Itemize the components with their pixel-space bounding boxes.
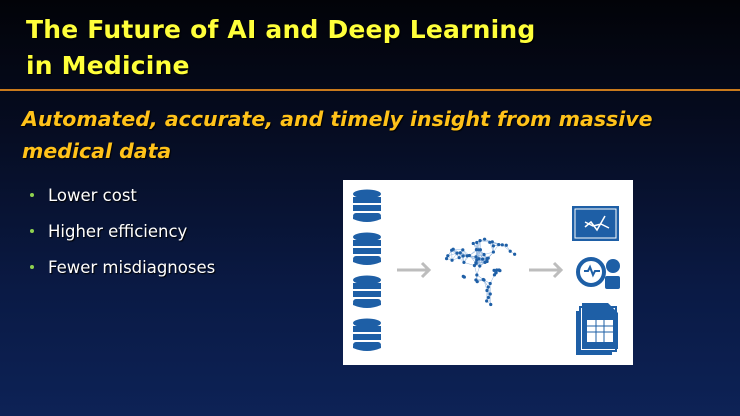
network-edge	[463, 262, 475, 266]
bullet-dot-icon	[30, 229, 34, 233]
network-node	[478, 239, 482, 243]
network-node	[465, 254, 469, 258]
network-edge	[460, 252, 465, 263]
network-node	[458, 251, 462, 255]
network-node	[451, 247, 455, 251]
network-node	[446, 254, 450, 258]
network-edge	[474, 265, 478, 276]
network-node	[482, 252, 486, 257]
network-node	[475, 280, 479, 284]
network-node	[474, 261, 478, 265]
network-node	[508, 249, 512, 253]
network-node	[476, 248, 480, 252]
network-node	[488, 292, 492, 296]
network-node	[491, 244, 495, 248]
network-node	[492, 268, 496, 272]
network-node	[475, 273, 479, 277]
network-node	[477, 257, 481, 261]
network-node	[488, 281, 492, 286]
network-edge	[469, 255, 477, 263]
ai-pipeline-figure	[343, 180, 633, 365]
database-icon	[353, 232, 381, 265]
network-edge	[480, 240, 490, 243]
bullet-item: Lower cost	[30, 177, 215, 213]
network-node	[489, 302, 493, 307]
health-doctor-icon	[576, 257, 620, 289]
network-node	[495, 268, 499, 272]
network-edge	[502, 244, 511, 252]
network-node	[488, 240, 492, 244]
network-node	[474, 255, 478, 259]
bullet-list: Lower cost Higher efficiency Fewer misdi…	[30, 177, 215, 285]
network-node	[485, 259, 489, 264]
network-node	[504, 243, 508, 247]
bullet-item: Higher efficiency	[30, 213, 215, 249]
network-node	[500, 243, 504, 247]
title-line-2: in Medicine	[26, 51, 190, 80]
bullet-dot-icon	[30, 265, 34, 269]
network-node	[455, 251, 459, 255]
arrow-icon	[397, 261, 432, 279]
network-node	[461, 254, 465, 258]
subtitle-line-1: Automated, accurate, and timely insight …	[22, 107, 653, 131]
bullet-item: Fewer misdiagnoses	[30, 249, 215, 285]
database-icon	[353, 189, 381, 222]
network-node	[444, 257, 449, 261]
network-edge	[483, 251, 494, 255]
network-node	[497, 242, 501, 247]
network-node	[475, 240, 479, 245]
network-edge	[451, 250, 460, 258]
network-node	[457, 256, 461, 260]
network-node	[471, 241, 475, 246]
database-icon	[353, 318, 381, 351]
slide-title: The Future of AI and Deep Learning in Me…	[26, 12, 535, 84]
bullet-text: Lower cost	[48, 185, 137, 205]
network-node	[482, 237, 487, 241]
network-node	[497, 268, 501, 272]
network-node	[478, 264, 482, 268]
network-node	[490, 240, 494, 244]
network-node	[481, 257, 485, 261]
network-node	[485, 299, 489, 303]
network-node	[482, 278, 486, 282]
network-node	[494, 271, 498, 275]
network-edge	[476, 249, 479, 261]
network-node	[491, 250, 495, 254]
network-node	[472, 263, 477, 268]
network-node	[485, 288, 489, 293]
network-edge	[489, 242, 494, 253]
network-edge	[483, 279, 488, 291]
network-edge	[492, 241, 503, 246]
database-icon	[353, 275, 381, 308]
chart-monitor-icon	[572, 206, 619, 241]
bullet-text: Higher efficiency	[48, 221, 188, 241]
title-divider	[0, 89, 740, 91]
bullet-text: Fewer misdiagnoses	[48, 257, 216, 277]
spreadsheet-documents-icon	[576, 303, 618, 355]
network-edge	[453, 248, 463, 251]
network-node	[513, 252, 517, 256]
slide-subtitle: Automated, accurate, and timely insight …	[22, 103, 722, 167]
arrow-icon	[529, 261, 564, 279]
bullet-dot-icon	[30, 193, 34, 197]
title-line-1: The Future of AI and Deep Learning	[26, 15, 536, 44]
subtitle-line-2: medical data	[22, 139, 172, 163]
network-node	[461, 274, 465, 278]
network-edge	[478, 249, 483, 260]
network-node	[486, 295, 491, 300]
brain-network-icon	[444, 237, 517, 307]
network-node	[462, 260, 466, 265]
network-node	[450, 258, 454, 262]
network-node	[486, 285, 490, 289]
network-node	[461, 248, 465, 252]
network-edge	[489, 274, 495, 284]
